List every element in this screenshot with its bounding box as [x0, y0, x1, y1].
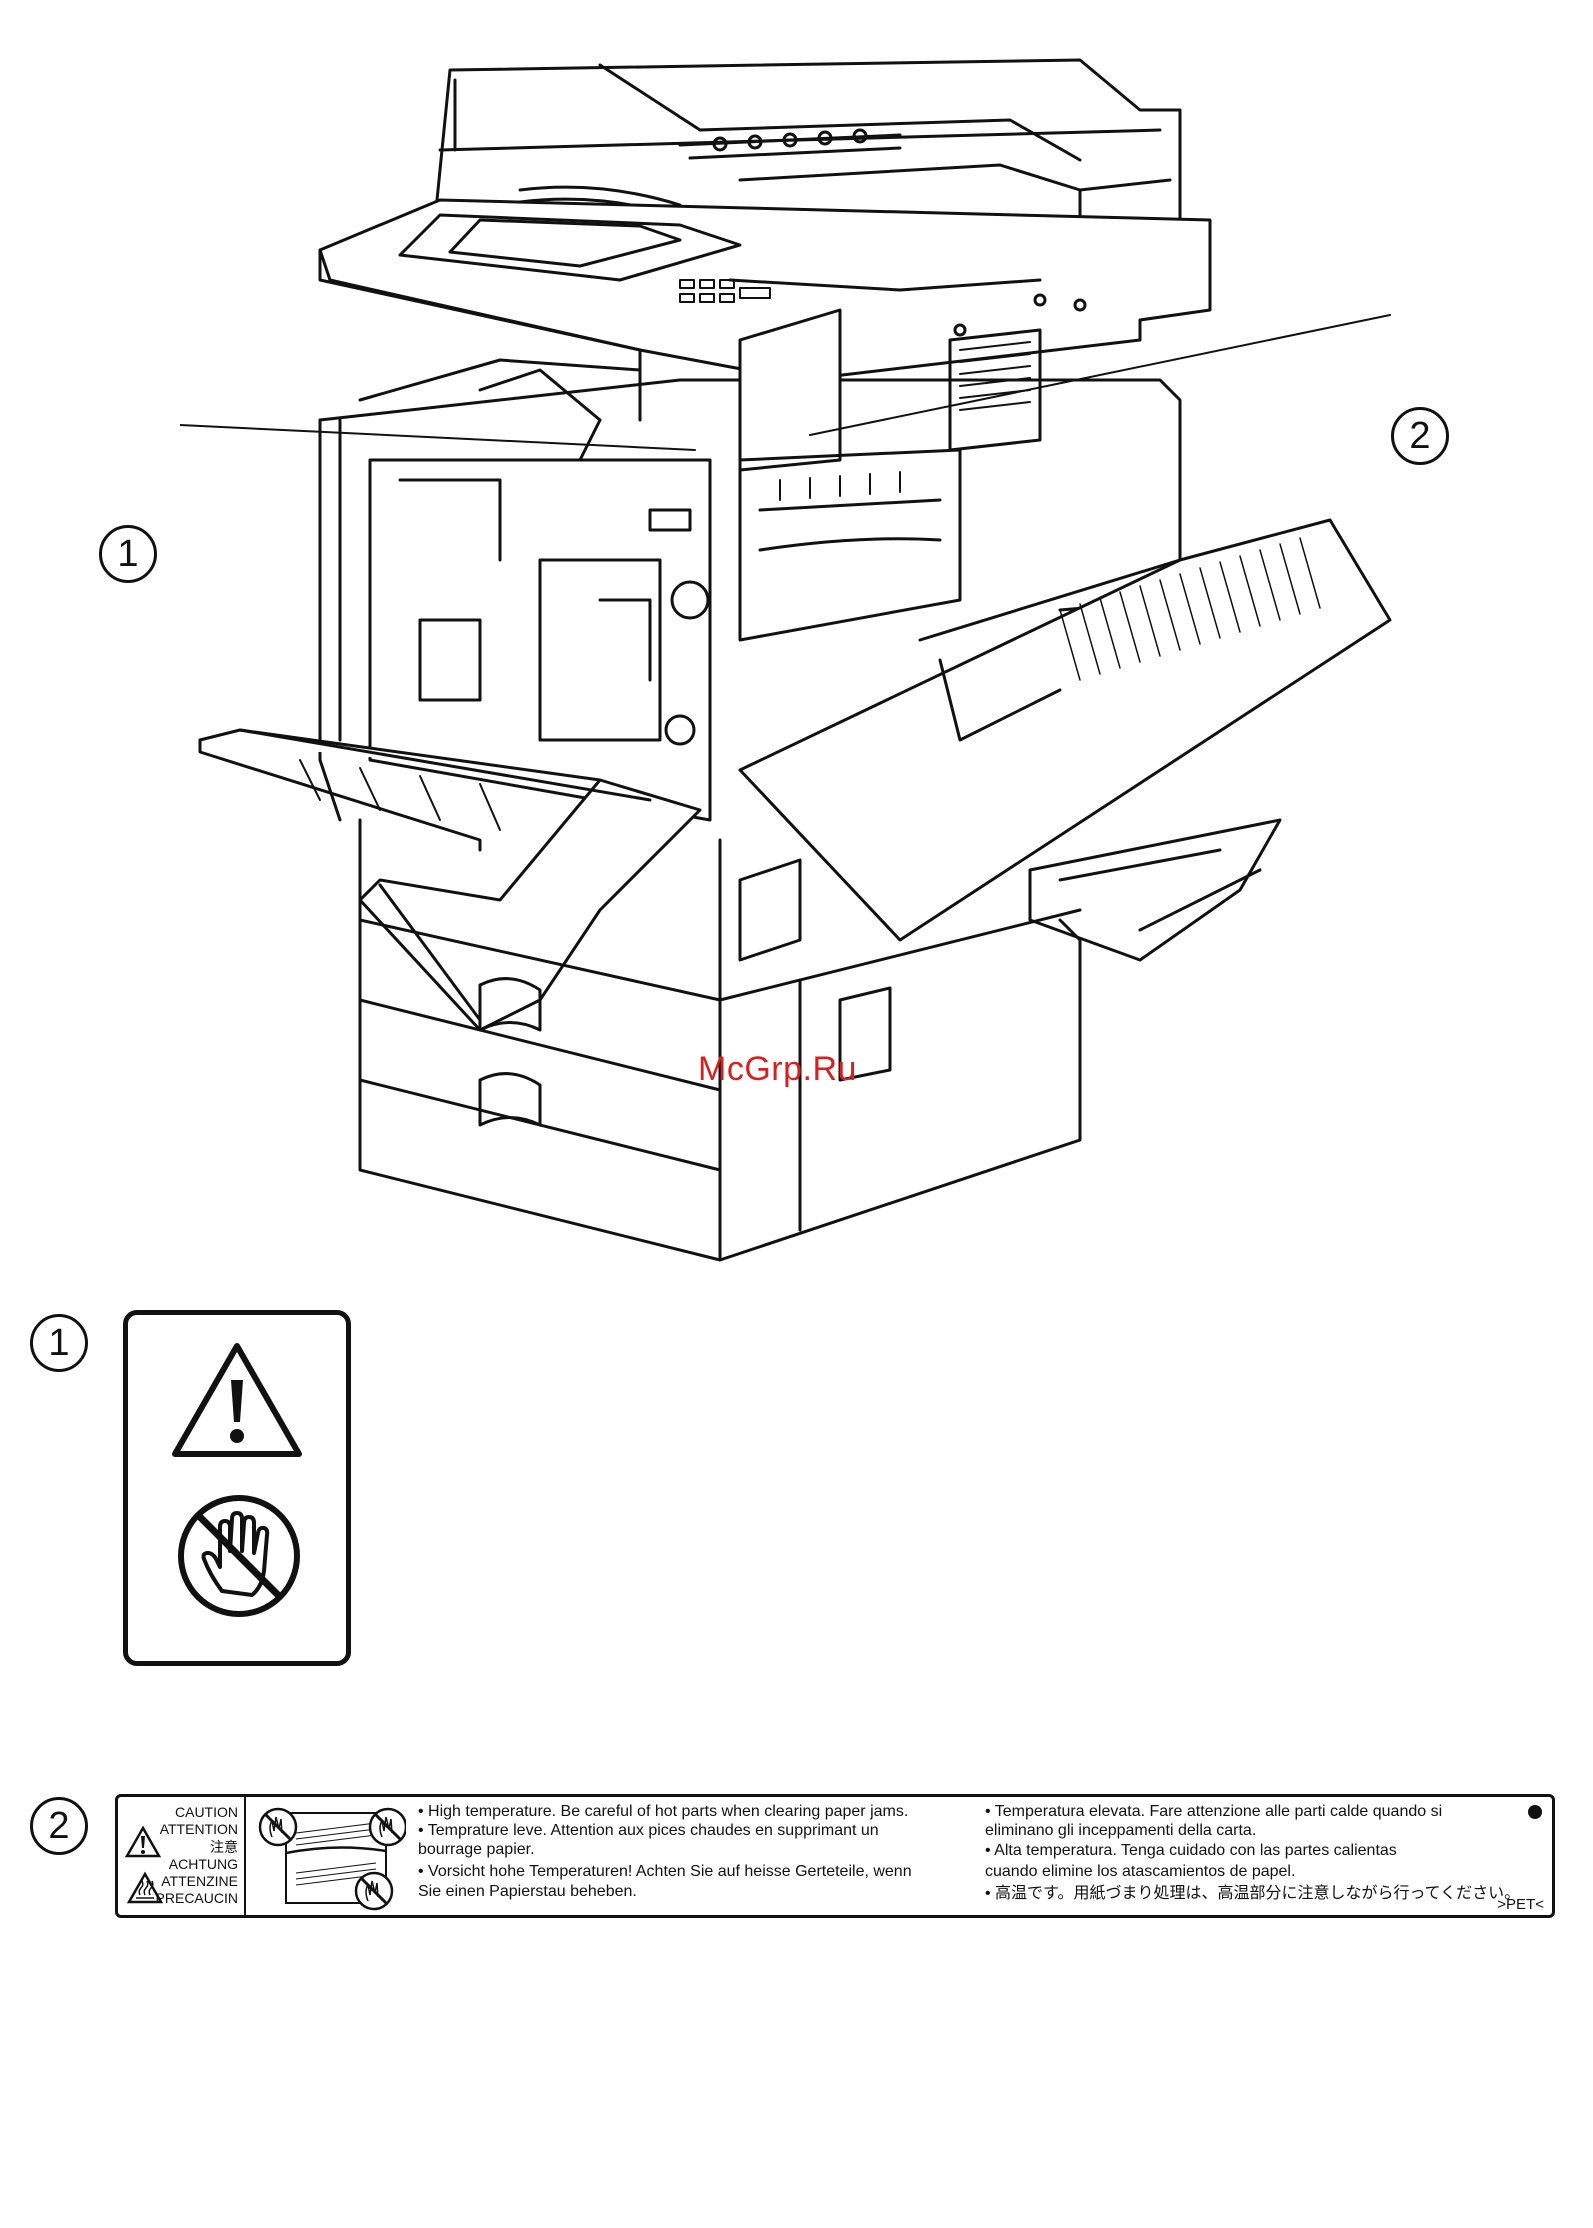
no-touch-hand-icon	[178, 1495, 300, 1617]
warning-word: CAUTION	[175, 1804, 238, 1820]
label-2-callout: 2	[30, 1797, 88, 1855]
warning-word: 注意	[210, 1839, 238, 1855]
text-line: • 高温です。用紙づまり処理は、高温部分に注意しながら行ってください。	[985, 1885, 1521, 1902]
text-line: eliminano gli inceppamenti della carta.	[985, 1822, 1257, 1839]
fuser-jam-pictogram	[258, 1807, 406, 1911]
warning-word: PRECAUCIN	[155, 1890, 238, 1906]
text-line: • Alta temperatura. Tenga cuidado con la…	[985, 1842, 1397, 1859]
warning-triangle-icon	[172, 1343, 302, 1457]
callout-2-leader	[809, 314, 1391, 436]
watermark: McGrp.Ru	[698, 1050, 857, 1088]
copier-illustration	[180, 58, 1392, 1262]
paper-tray-base	[358, 818, 1082, 1262]
right-cover-open	[738, 518, 1392, 962]
label-1-callout: 1	[30, 1314, 88, 1372]
label-1	[123, 1310, 351, 1666]
registration-dot	[1528, 1805, 1542, 1819]
text-line: • Temprature leve. Attention aux pices c…	[418, 1822, 879, 1839]
text-line: • High temperature. Be careful of hot pa…	[418, 1803, 909, 1820]
callout-2: 2	[1391, 407, 1449, 465]
warning-words-panel: CAUTION ATTENTION 注意 ACHTUNG ATTENZINE P…	[118, 1797, 246, 1915]
warning-word: ATTENTION	[159, 1821, 238, 1837]
text-line: Sie einen Papierstau beheben.	[418, 1883, 637, 1900]
text-line: bourrage papier.	[418, 1841, 535, 1858]
label-2: CAUTION ATTENTION 注意 ACHTUNG ATTENZINE P…	[115, 1794, 1555, 1918]
warning-triangle-icon	[124, 1825, 162, 1858]
text-line: • Vorsicht hohe Temperaturen! Achten Sie…	[418, 1863, 912, 1880]
text-line: cuando elimine los atascamientos de pape…	[985, 1863, 1296, 1880]
warning-word: ACHTUNG	[168, 1856, 238, 1872]
text-line: • Temperatura elevata. Fare attenzione a…	[985, 1803, 1443, 1820]
hot-surface-icon	[126, 1871, 164, 1904]
callout-1-leader	[180, 424, 696, 451]
callout-1: 1	[99, 525, 157, 583]
material-code: >PET<	[1497, 1896, 1544, 1913]
warning-word: ATTENZINE	[161, 1873, 238, 1889]
